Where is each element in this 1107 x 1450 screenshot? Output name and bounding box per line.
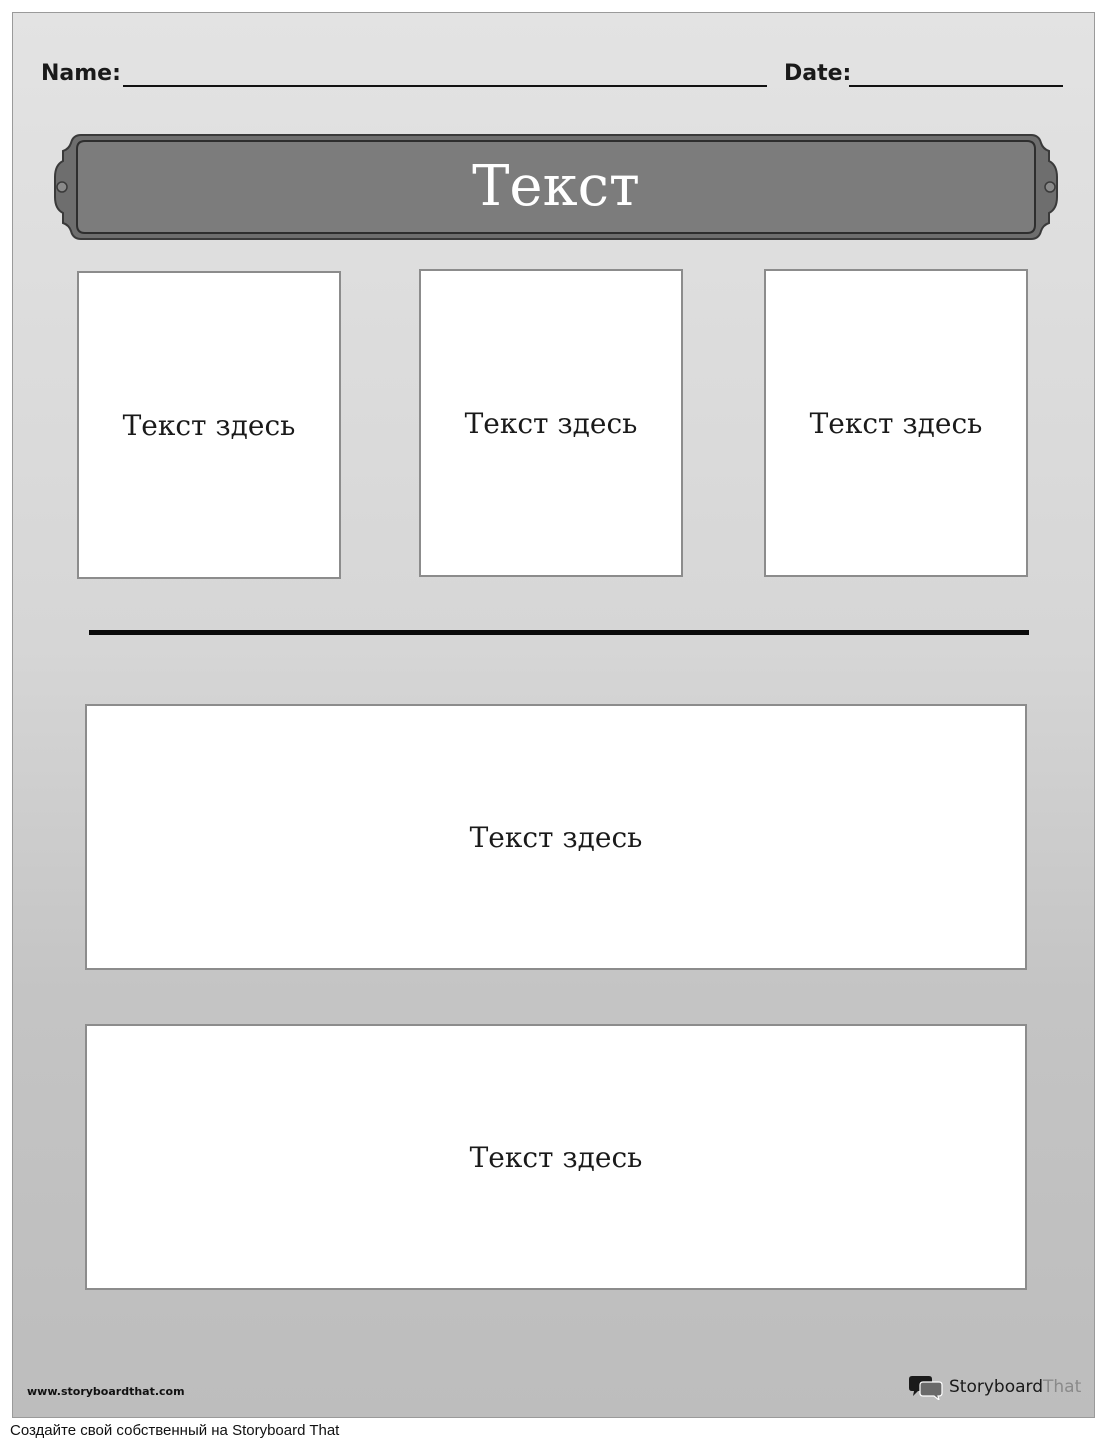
text-box-label: Текст здесь bbox=[469, 820, 643, 854]
section-divider bbox=[89, 630, 1029, 635]
logo-text-storyboard: Storyboard bbox=[949, 1377, 1043, 1397]
site-url: www.storyboardthat.com bbox=[27, 1385, 185, 1398]
text-box-label: Текст здесь bbox=[469, 1140, 643, 1174]
text-box-wide-2[interactable]: Текст здесь bbox=[85, 1024, 1027, 1290]
date-label: Date: bbox=[784, 61, 852, 86]
name-date-row: Name: Date: bbox=[41, 61, 1071, 91]
name-line bbox=[123, 85, 767, 87]
text-box-wide-1[interactable]: Текст здесь bbox=[85, 704, 1027, 970]
banner-title: Текст bbox=[472, 154, 640, 219]
speech-bubbles-icon bbox=[909, 1376, 943, 1400]
text-box-top-left[interactable]: Текст здесь bbox=[77, 271, 341, 579]
text-box-top-right[interactable]: Текст здесь bbox=[764, 269, 1028, 577]
footer-caption[interactable]: Создайте свой собственный на Storyboard … bbox=[10, 1422, 340, 1439]
name-label: Name: bbox=[41, 61, 121, 86]
title-banner: Текст bbox=[53, 131, 1059, 243]
text-box-label: Текст здесь bbox=[464, 406, 638, 440]
storyboardthat-logo: Storyboard That bbox=[909, 1374, 1081, 1400]
text-box-label: Текст здесь bbox=[122, 408, 296, 442]
text-box-label: Текст здесь bbox=[809, 406, 983, 440]
banner-frame bbox=[54, 134, 1058, 240]
date-line bbox=[849, 85, 1063, 87]
worksheet-page: Name: Date: Текст Текст здесь Текст здес… bbox=[12, 12, 1095, 1418]
text-box-top-center[interactable]: Текст здесь bbox=[419, 269, 683, 577]
logo-text-that: That bbox=[1043, 1377, 1082, 1397]
